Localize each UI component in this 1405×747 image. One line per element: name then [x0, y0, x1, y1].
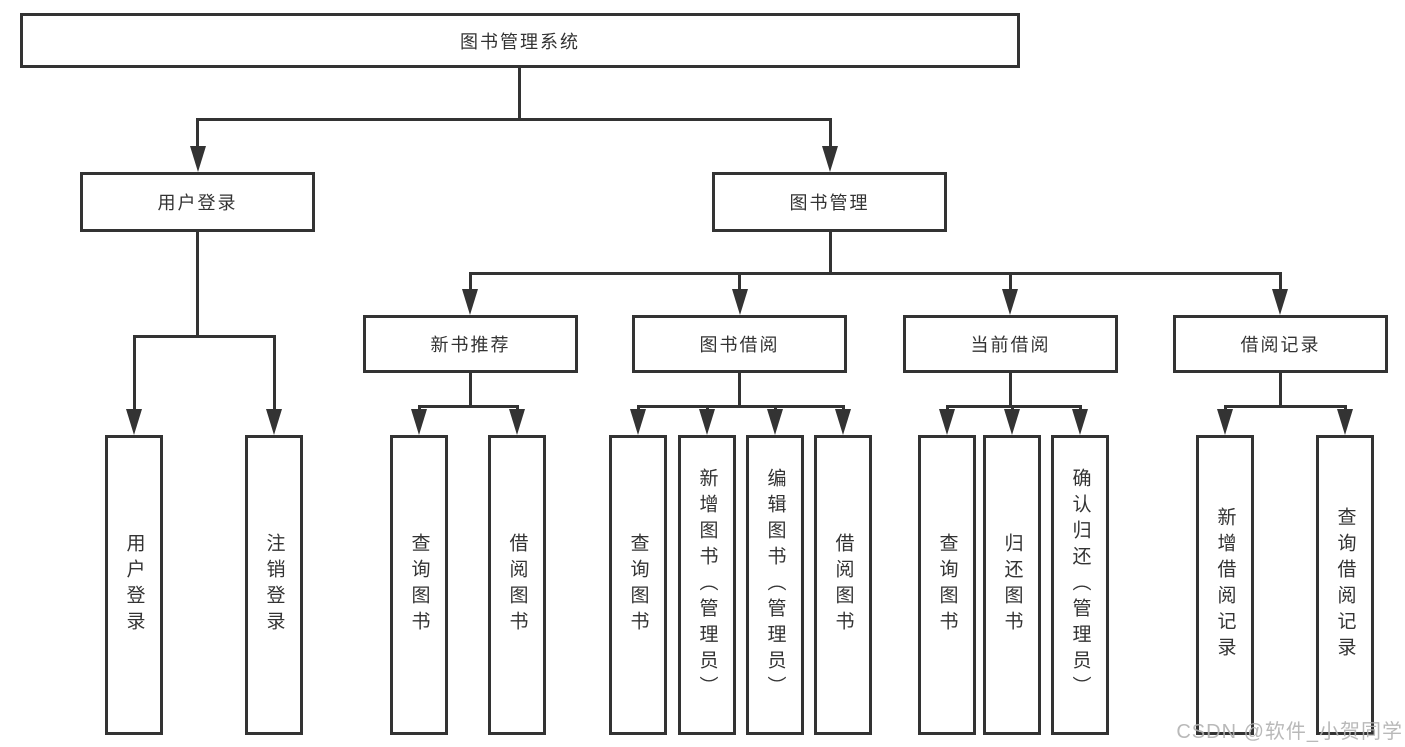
leaf-logout-label: 注销登录	[263, 533, 285, 637]
node-book-borrow: 图书借阅	[632, 315, 847, 373]
connector-bookborrow-stem	[738, 373, 741, 405]
leaf-user-login-label: 用户登录	[123, 533, 145, 637]
leaf-newbook-borrow: 借阅图书	[488, 435, 546, 735]
node-user-login: 用户登录	[80, 172, 315, 232]
arrow-leaf-user-login	[126, 409, 142, 435]
connector-newbook-stem	[469, 373, 472, 405]
arrow-leaf-logout	[266, 409, 282, 435]
arrow-borrow-record	[1272, 289, 1288, 315]
leaf-borrow-borrow-book: 借阅图书	[814, 435, 872, 735]
node-current-borrow-label: 当前借阅	[970, 335, 1051, 355]
connector-drop-book-borrow	[738, 272, 741, 290]
leaf-current-return-label: 归还图书	[1001, 533, 1023, 637]
node-book-management: 图书管理	[712, 172, 947, 232]
arrow-current-borrow	[1002, 289, 1018, 315]
leaf-logout: 注销登录	[245, 435, 303, 735]
connector-drop-user-login	[196, 118, 199, 148]
leaf-borrow-add-book: 新增图书（管理员）	[678, 435, 736, 735]
arrow-book-mgmt	[822, 146, 838, 172]
leaf-user-login: 用户登录	[105, 435, 163, 735]
connector-root-stem	[518, 68, 521, 118]
leaf-current-query: 查询图书	[918, 435, 976, 735]
connector-user-login-rail	[133, 335, 276, 338]
connector-drop-leaf-logout	[273, 335, 276, 411]
arrow-bb-borrow	[835, 409, 851, 435]
arrow-nb-borrow	[509, 409, 525, 435]
arrow-bb-add	[699, 409, 715, 435]
leaf-borrow-edit-book: 编辑图书（管理员）	[746, 435, 804, 735]
connector-drop-leaf-user-login	[133, 335, 136, 411]
node-book-management-label: 图书管理	[789, 193, 870, 213]
leaf-current-confirm-return-label: 确认归还（管理员）	[1069, 468, 1091, 702]
node-current-borrow: 当前借阅	[903, 315, 1118, 373]
leaf-borrow-edit-book-label: 编辑图书（管理员）	[764, 468, 786, 702]
arrow-new-book-rec	[462, 289, 478, 315]
leaf-borrow-add-book-label: 新增图书（管理员）	[696, 468, 718, 702]
arrow-user-login	[190, 146, 206, 172]
node-root: 图书管理系统	[20, 13, 1020, 68]
arrow-cb-query	[939, 409, 955, 435]
connector-newbook-rail	[418, 405, 519, 408]
connector-drop-book-mgmt	[829, 118, 832, 148]
arrow-br-query	[1337, 409, 1353, 435]
leaf-current-confirm-return: 确认归还（管理员）	[1051, 435, 1109, 735]
arrow-br-add	[1217, 409, 1233, 435]
connector-drop-current-borrow	[1009, 272, 1012, 290]
node-user-login-label: 用户登录	[157, 193, 238, 213]
arrow-cb-return	[1004, 409, 1020, 435]
leaf-record-add: 新增借阅记录	[1196, 435, 1254, 735]
connector-drop-borrow-record	[1279, 272, 1282, 290]
connector-currentborrow-rail	[946, 405, 1082, 408]
leaf-record-add-label: 新增借阅记录	[1214, 507, 1236, 663]
leaf-record-query-label: 查询借阅记录	[1334, 507, 1356, 663]
connector-record-stem	[1279, 373, 1282, 405]
leaf-borrow-borrow-book-label: 借阅图书	[832, 533, 854, 637]
connector-root-rail	[196, 118, 832, 121]
arrow-nb-query	[411, 409, 427, 435]
node-borrow-record-label: 借阅记录	[1240, 335, 1321, 355]
connector-drop-new-book-rec	[469, 272, 472, 290]
node-new-book-recommend: 新书推荐	[363, 315, 578, 373]
connector-user-login-stem	[196, 232, 199, 335]
connector-record-rail	[1224, 405, 1347, 408]
node-book-borrow-label: 图书借阅	[699, 335, 780, 355]
leaf-newbook-borrow-label: 借阅图书	[506, 533, 528, 637]
connector-bookborrow-rail	[637, 405, 845, 408]
connector-book-mgmt-rail	[469, 272, 1282, 275]
connector-currentborrow-stem	[1009, 373, 1012, 405]
arrow-cb-confirm	[1072, 409, 1088, 435]
leaf-newbook-query-label: 查询图书	[408, 533, 430, 637]
node-root-label: 图书管理系统	[460, 31, 580, 52]
arrow-bb-edit	[767, 409, 783, 435]
leaf-borrow-query-label: 查询图书	[627, 533, 649, 637]
arrow-bb-query	[630, 409, 646, 435]
leaf-current-return: 归还图书	[983, 435, 1041, 735]
leaf-borrow-query: 查询图书	[609, 435, 667, 735]
leaf-record-query: 查询借阅记录	[1316, 435, 1374, 735]
arrow-book-borrow	[732, 289, 748, 315]
leaf-newbook-query: 查询图书	[390, 435, 448, 735]
leaf-current-query-label: 查询图书	[936, 533, 958, 637]
node-borrow-record: 借阅记录	[1173, 315, 1388, 373]
csdn-watermark: CSDN @软件_小贺同学	[1176, 721, 1403, 743]
node-new-book-recommend-label: 新书推荐	[430, 335, 511, 355]
connector-book-mgmt-stem	[829, 232, 832, 272]
